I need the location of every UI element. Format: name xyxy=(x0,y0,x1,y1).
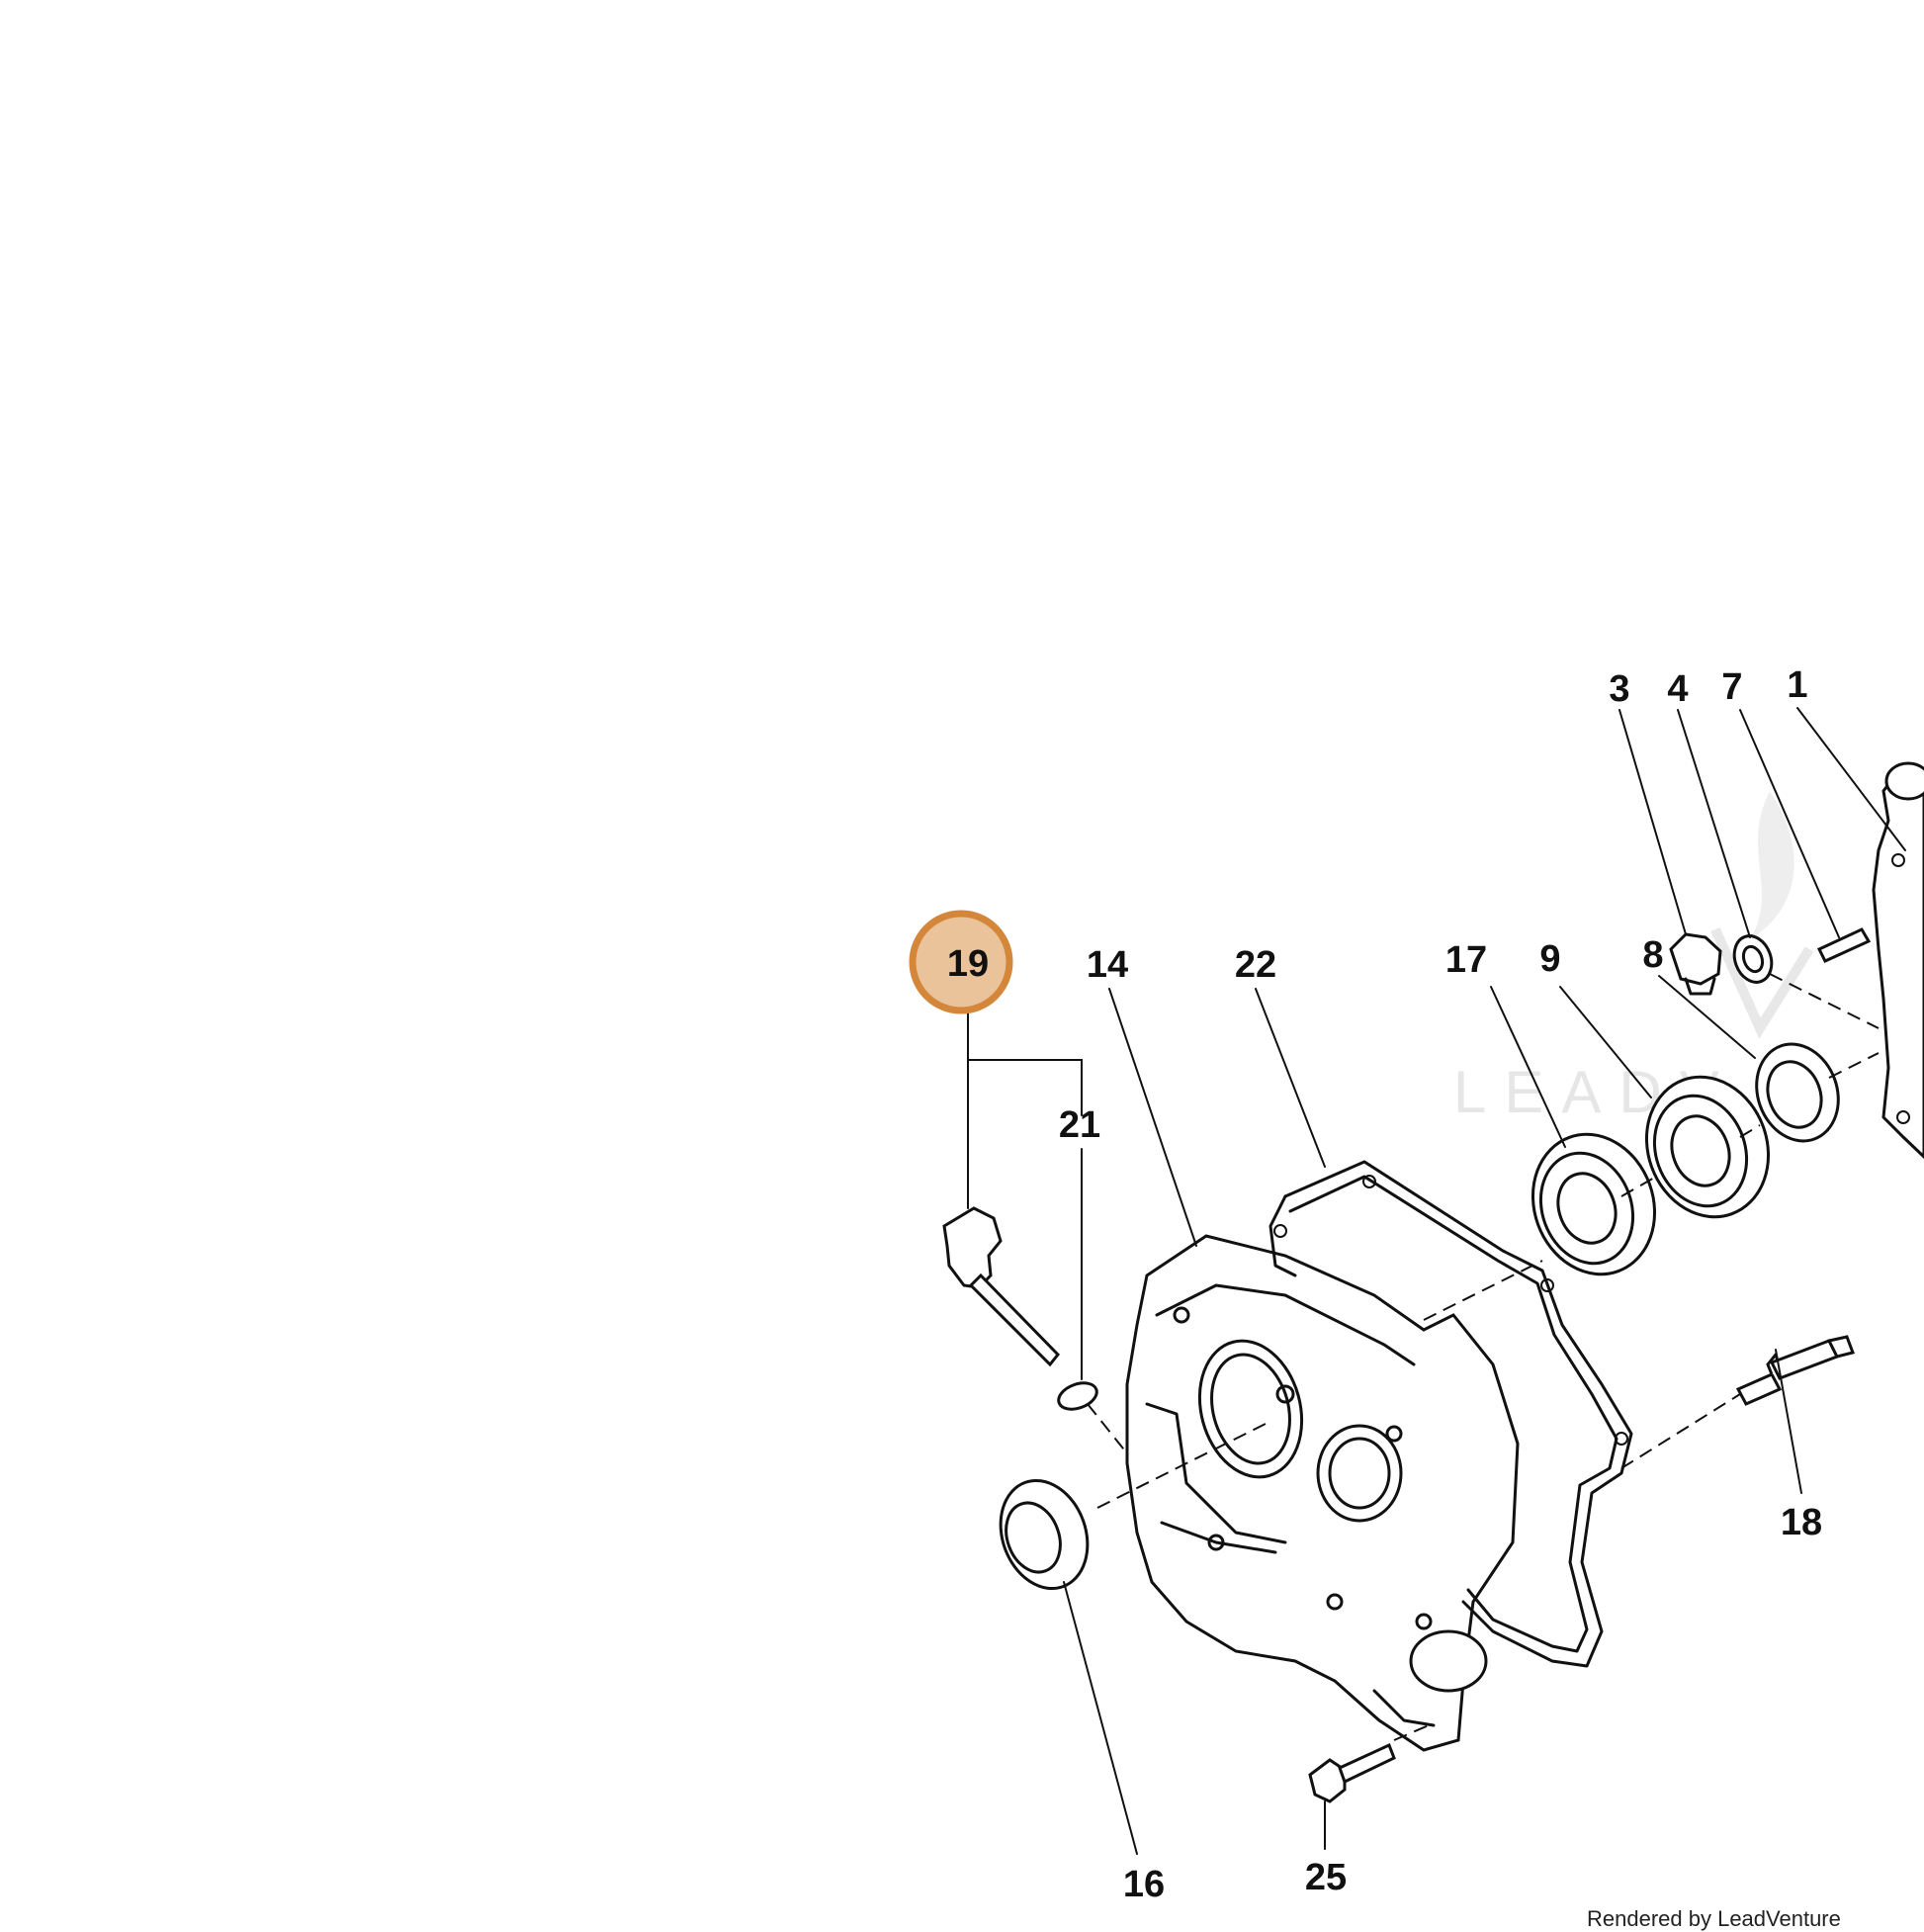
callout-14[interactable]: 14 xyxy=(1087,944,1128,986)
gasket[interactable] xyxy=(1268,1160,1633,1668)
callout-19-highlight[interactable]: 19 xyxy=(909,910,1013,1014)
callout-19[interactable]: 19 xyxy=(947,943,989,985)
leader-lines xyxy=(967,707,1906,1855)
shaft-19[interactable] xyxy=(942,1206,1060,1367)
footer-credit: Rendered by LeadVenture xyxy=(1587,1906,1841,1931)
seal-16[interactable] xyxy=(986,1468,1101,1601)
callout-18[interactable]: 18 xyxy=(1781,1502,1822,1543)
dowel-pin-18[interactable] xyxy=(1735,1335,1855,1406)
callout-4[interactable]: 4 xyxy=(1667,668,1688,710)
washer-4[interactable] xyxy=(1728,930,1778,987)
callout-9[interactable]: 9 xyxy=(1539,938,1560,980)
callout-7[interactable]: 7 xyxy=(1721,666,1742,708)
bearing-17[interactable] xyxy=(1514,1117,1674,1291)
callout-8[interactable]: 8 xyxy=(1642,934,1663,976)
callout-21[interactable]: 21 xyxy=(1059,1104,1100,1146)
o-ring-21[interactable] xyxy=(1055,1378,1100,1414)
seal-8[interactable] xyxy=(1743,1032,1851,1152)
pin-7[interactable] xyxy=(1816,927,1872,963)
callout-17[interactable]: 17 xyxy=(1445,939,1487,981)
callout-25[interactable]: 25 xyxy=(1305,1857,1347,1898)
plug-3[interactable] xyxy=(1669,932,1722,996)
callout-labels: 3 4 7 1 8 14 22 17 9 21 18 16 25 xyxy=(1059,664,1822,1905)
bolt-25[interactable] xyxy=(1308,1742,1396,1803)
callout-1[interactable]: 1 xyxy=(1787,664,1807,706)
housing-cover[interactable] xyxy=(1125,1234,1520,1752)
callout-16[interactable]: 16 xyxy=(1123,1864,1165,1905)
callout-3[interactable]: 3 xyxy=(1609,668,1629,710)
side-cover[interactable] xyxy=(1872,761,1924,1160)
callout-22[interactable]: 22 xyxy=(1235,944,1276,986)
assembly-lines xyxy=(1087,973,1880,1741)
